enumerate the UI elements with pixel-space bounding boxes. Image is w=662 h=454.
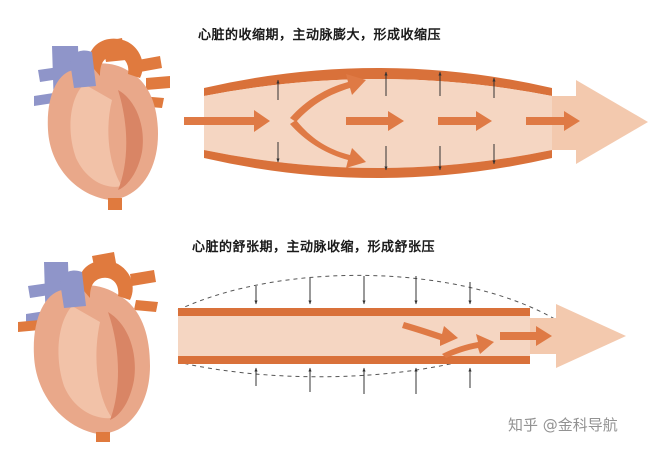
flow-arrow-mid-2 bbox=[438, 111, 492, 131]
systole-panel bbox=[34, 38, 648, 210]
pressure-markers-diastole bbox=[254, 276, 472, 394]
flow-arrows-systole bbox=[184, 74, 580, 168]
flow-arrow-branch-up bbox=[290, 74, 366, 122]
aorta-vessel-contracted bbox=[178, 304, 626, 368]
flow-arrow-diastole-exit bbox=[500, 326, 552, 346]
heart-illustration-systole bbox=[34, 38, 170, 210]
outlet-arrow-diastole bbox=[530, 304, 626, 368]
flow-arrow-diastole-upper bbox=[402, 322, 458, 346]
watermark-text: 知乎 @金科导航 bbox=[508, 416, 618, 434]
flow-arrow-diastole-lower bbox=[442, 334, 494, 358]
diastole-panel bbox=[18, 252, 626, 442]
flow-arrow-mid-3 bbox=[526, 111, 580, 131]
pressure-markers-systole bbox=[276, 71, 496, 171]
flow-arrow-inlet bbox=[184, 110, 270, 132]
systole-caption: 心脏的收缩期，主动脉膨大，形成收缩压 bbox=[198, 28, 442, 43]
heart-illustration-diastole bbox=[18, 252, 158, 442]
flow-arrows-diastole bbox=[402, 322, 552, 358]
diastole-caption: 心脏的舒张期，主动脉收缩，形成舒张压 bbox=[192, 240, 436, 255]
outlet-arrow bbox=[552, 80, 648, 164]
flow-arrow-branch-down bbox=[290, 120, 366, 168]
flow-arrow-mid-1 bbox=[346, 111, 404, 131]
aorta-vessel-expanded bbox=[204, 68, 648, 178]
